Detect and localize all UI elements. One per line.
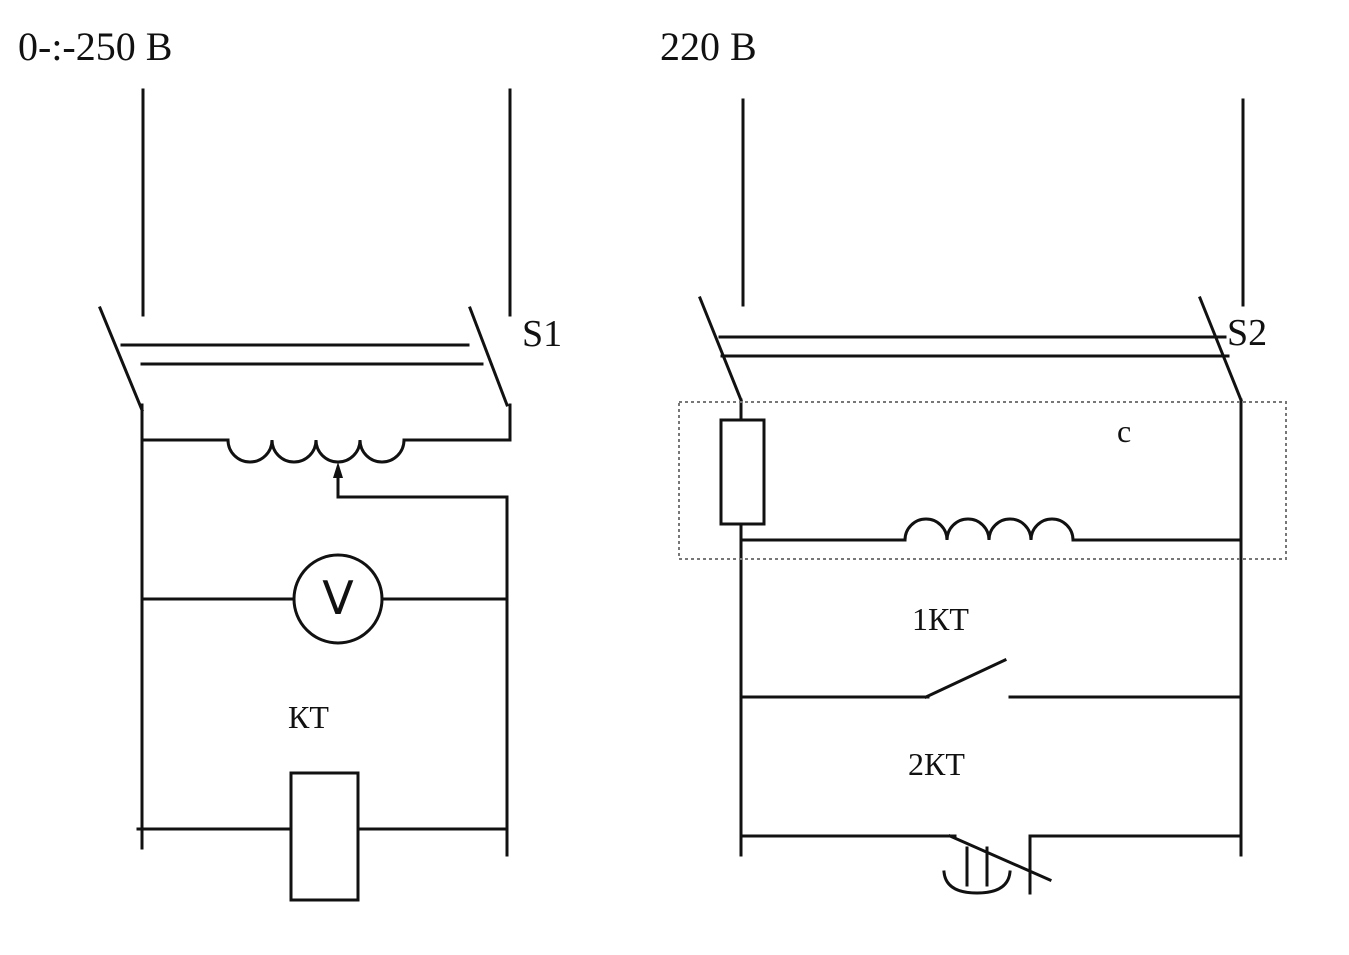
contact-2kt: [739, 834, 1243, 895]
voltmeter-symbol: V: [292, 553, 384, 645]
right-circuit: 220 В S2 с 1КТ 2КТ: [660, 24, 1287, 895]
left-circuit: 0-:-250 В S1 V: [18, 24, 562, 902]
right-supply-label: 220 В: [660, 24, 757, 69]
time-delay-symbol: [942, 846, 1012, 895]
s1-blade-left: [98, 306, 144, 412]
contact-1kt-label: 1КТ: [912, 601, 969, 637]
relay-dotted-boundary: [678, 401, 1287, 560]
s2-blade-left: [698, 296, 743, 402]
contact-2kt-label: 2КТ: [908, 746, 965, 782]
autotransformer-winding: [140, 438, 512, 464]
s2-blade-right: [1198, 296, 1243, 402]
relay-box-label: с: [1117, 413, 1131, 449]
contact-1kt: [739, 658, 1243, 699]
autotransformer-wiper-arrow: [333, 462, 509, 499]
voltmeter-letter: V: [322, 571, 354, 625]
resistor-element: [719, 418, 766, 526]
kt-label: КТ: [288, 699, 329, 735]
s1-label: S1: [522, 313, 562, 355]
relay-coil-inductor: [739, 517, 1243, 542]
left-supply-label: 0-:-250 В: [18, 24, 172, 69]
relay-coil-kt: [289, 771, 360, 902]
s1-blade-right: [468, 306, 509, 407]
s2-label: S2: [1227, 312, 1267, 354]
